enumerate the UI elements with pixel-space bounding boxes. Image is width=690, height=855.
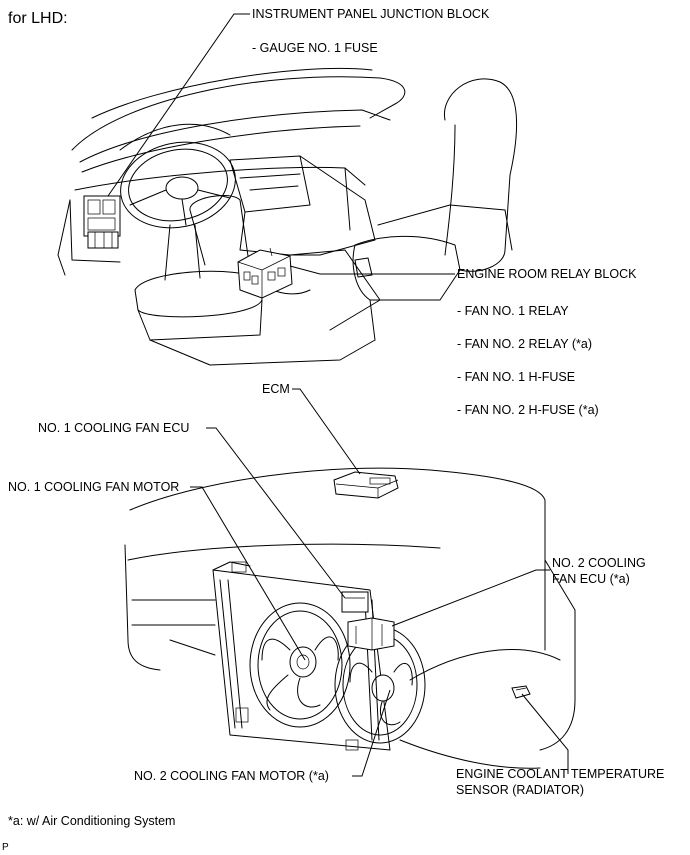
label-ect-sensor-line2: SENSOR (RADIATOR) xyxy=(456,783,585,797)
no2-cooling-fan-ecu-unit xyxy=(347,617,395,651)
label-fan-no1-hfuse: - FAN NO. 1 H-FUSE xyxy=(457,370,576,384)
label-fan-no2-relay: - FAN NO. 2 RELAY (*a) xyxy=(457,337,592,351)
label-ecm: ECM xyxy=(262,382,290,396)
label-fan-no1-relay: - FAN NO. 1 RELAY xyxy=(457,304,569,318)
engine-bay-drawing xyxy=(124,467,576,769)
page-title: for LHD: xyxy=(8,10,68,27)
label-no1-cooling-fan-motor: NO. 1 COOLING FAN MOTOR xyxy=(8,480,180,494)
no1-cooling-fan-ecu-unit xyxy=(341,591,369,613)
engine-room-relay-block xyxy=(237,247,293,299)
leader-lines xyxy=(107,13,569,777)
label-fan-no2-hfuse: - FAN NO. 2 H-FUSE (*a) xyxy=(457,403,599,417)
label-engine-room-relay-block: ENGINE ROOM RELAY BLOCK xyxy=(457,267,637,281)
label-gauge-no1-fuse: - GAUGE NO. 1 FUSE xyxy=(252,41,378,55)
instrument-panel-junction-block xyxy=(83,195,121,249)
label-no2-cooling-fan-ecu-line2: FAN ECU (*a) xyxy=(552,572,630,586)
footnote: *a: w/ Air Conditioning System xyxy=(8,814,176,828)
label-no2-cooling-fan-ecu-line1: NO. 2 COOLING xyxy=(552,556,646,570)
engine-coolant-temperature-sensor xyxy=(511,685,531,699)
label-ect-sensor-line1: ENGINE COOLANT TEMPERATURE xyxy=(456,767,665,781)
ecm-unit xyxy=(333,471,399,499)
no1-cooling-fan-motor-unit xyxy=(249,602,351,728)
vehicle-interior-drawing xyxy=(57,67,517,366)
corner-mark: P xyxy=(2,842,9,853)
label-no2-cooling-fan-motor: NO. 2 COOLING FAN MOTOR (*a) xyxy=(134,769,329,783)
label-no1-cooling-fan-ecu: NO. 1 COOLING FAN ECU xyxy=(38,421,190,435)
label-instrument-panel-junction-block: INSTRUMENT PANEL JUNCTION BLOCK xyxy=(252,7,490,21)
